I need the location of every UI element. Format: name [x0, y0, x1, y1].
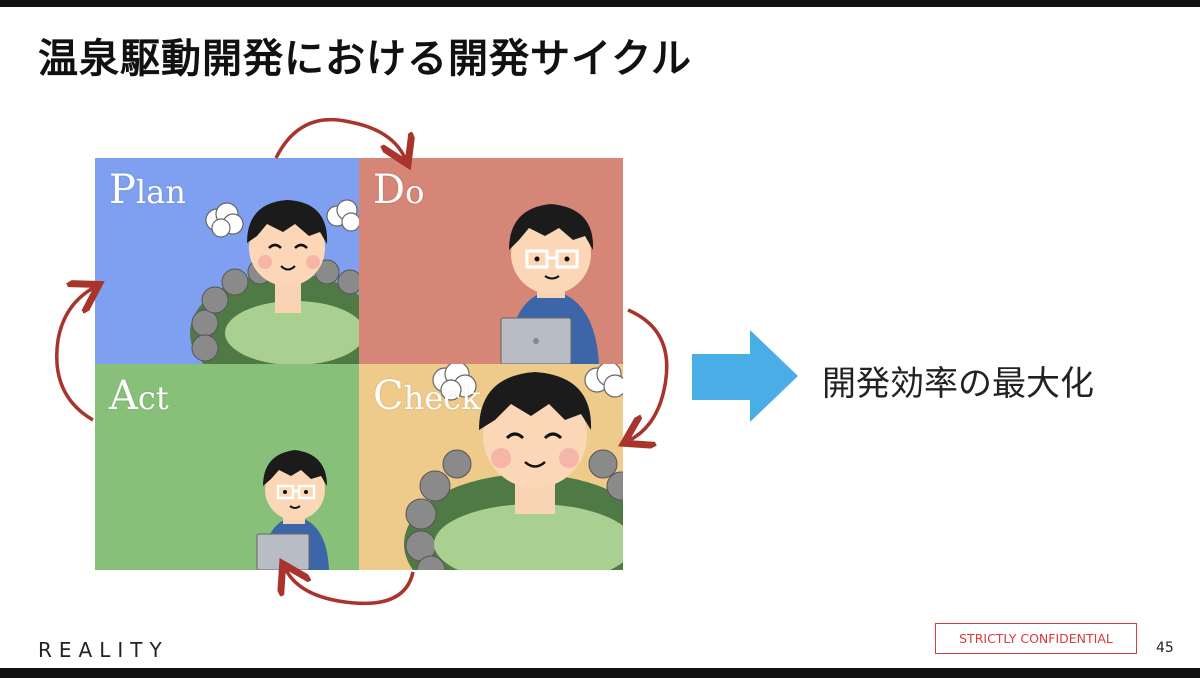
curved-cycle-arrow [628, 308, 669, 440]
plan-label: Plan [109, 167, 186, 213]
top-bar [0, 0, 1200, 7]
onsen-person-illustration [190, 199, 359, 364]
page-number: 45 [1156, 640, 1174, 656]
laptop-person-illustration [500, 204, 599, 364]
laptop-person-illustration [256, 450, 329, 570]
check-quadrant: Check [359, 364, 623, 570]
plan-quadrant: Plan [95, 158, 359, 364]
check-label: Check [373, 373, 481, 419]
reality-logo: REALITY [38, 638, 169, 662]
slide-title: 温泉駆動開発における開発サイクル [38, 36, 692, 82]
curved-cycle-arrow [55, 288, 93, 422]
act-quadrant: Act [95, 364, 359, 570]
curved-cycle-arrow [286, 570, 415, 606]
right-arrow-icon [692, 330, 798, 422]
confidential-badge: STRICTLY CONFIDENTIAL [935, 623, 1137, 654]
result-text: 開発効率の最大化 [822, 364, 1094, 404]
bottom-bar [0, 668, 1200, 678]
do-label: Do [373, 167, 425, 213]
curved-cycle-arrow [274, 117, 405, 158]
onsen-person-illustration [404, 364, 623, 570]
act-label: Act [109, 373, 169, 419]
do-quadrant: Do [359, 158, 623, 364]
